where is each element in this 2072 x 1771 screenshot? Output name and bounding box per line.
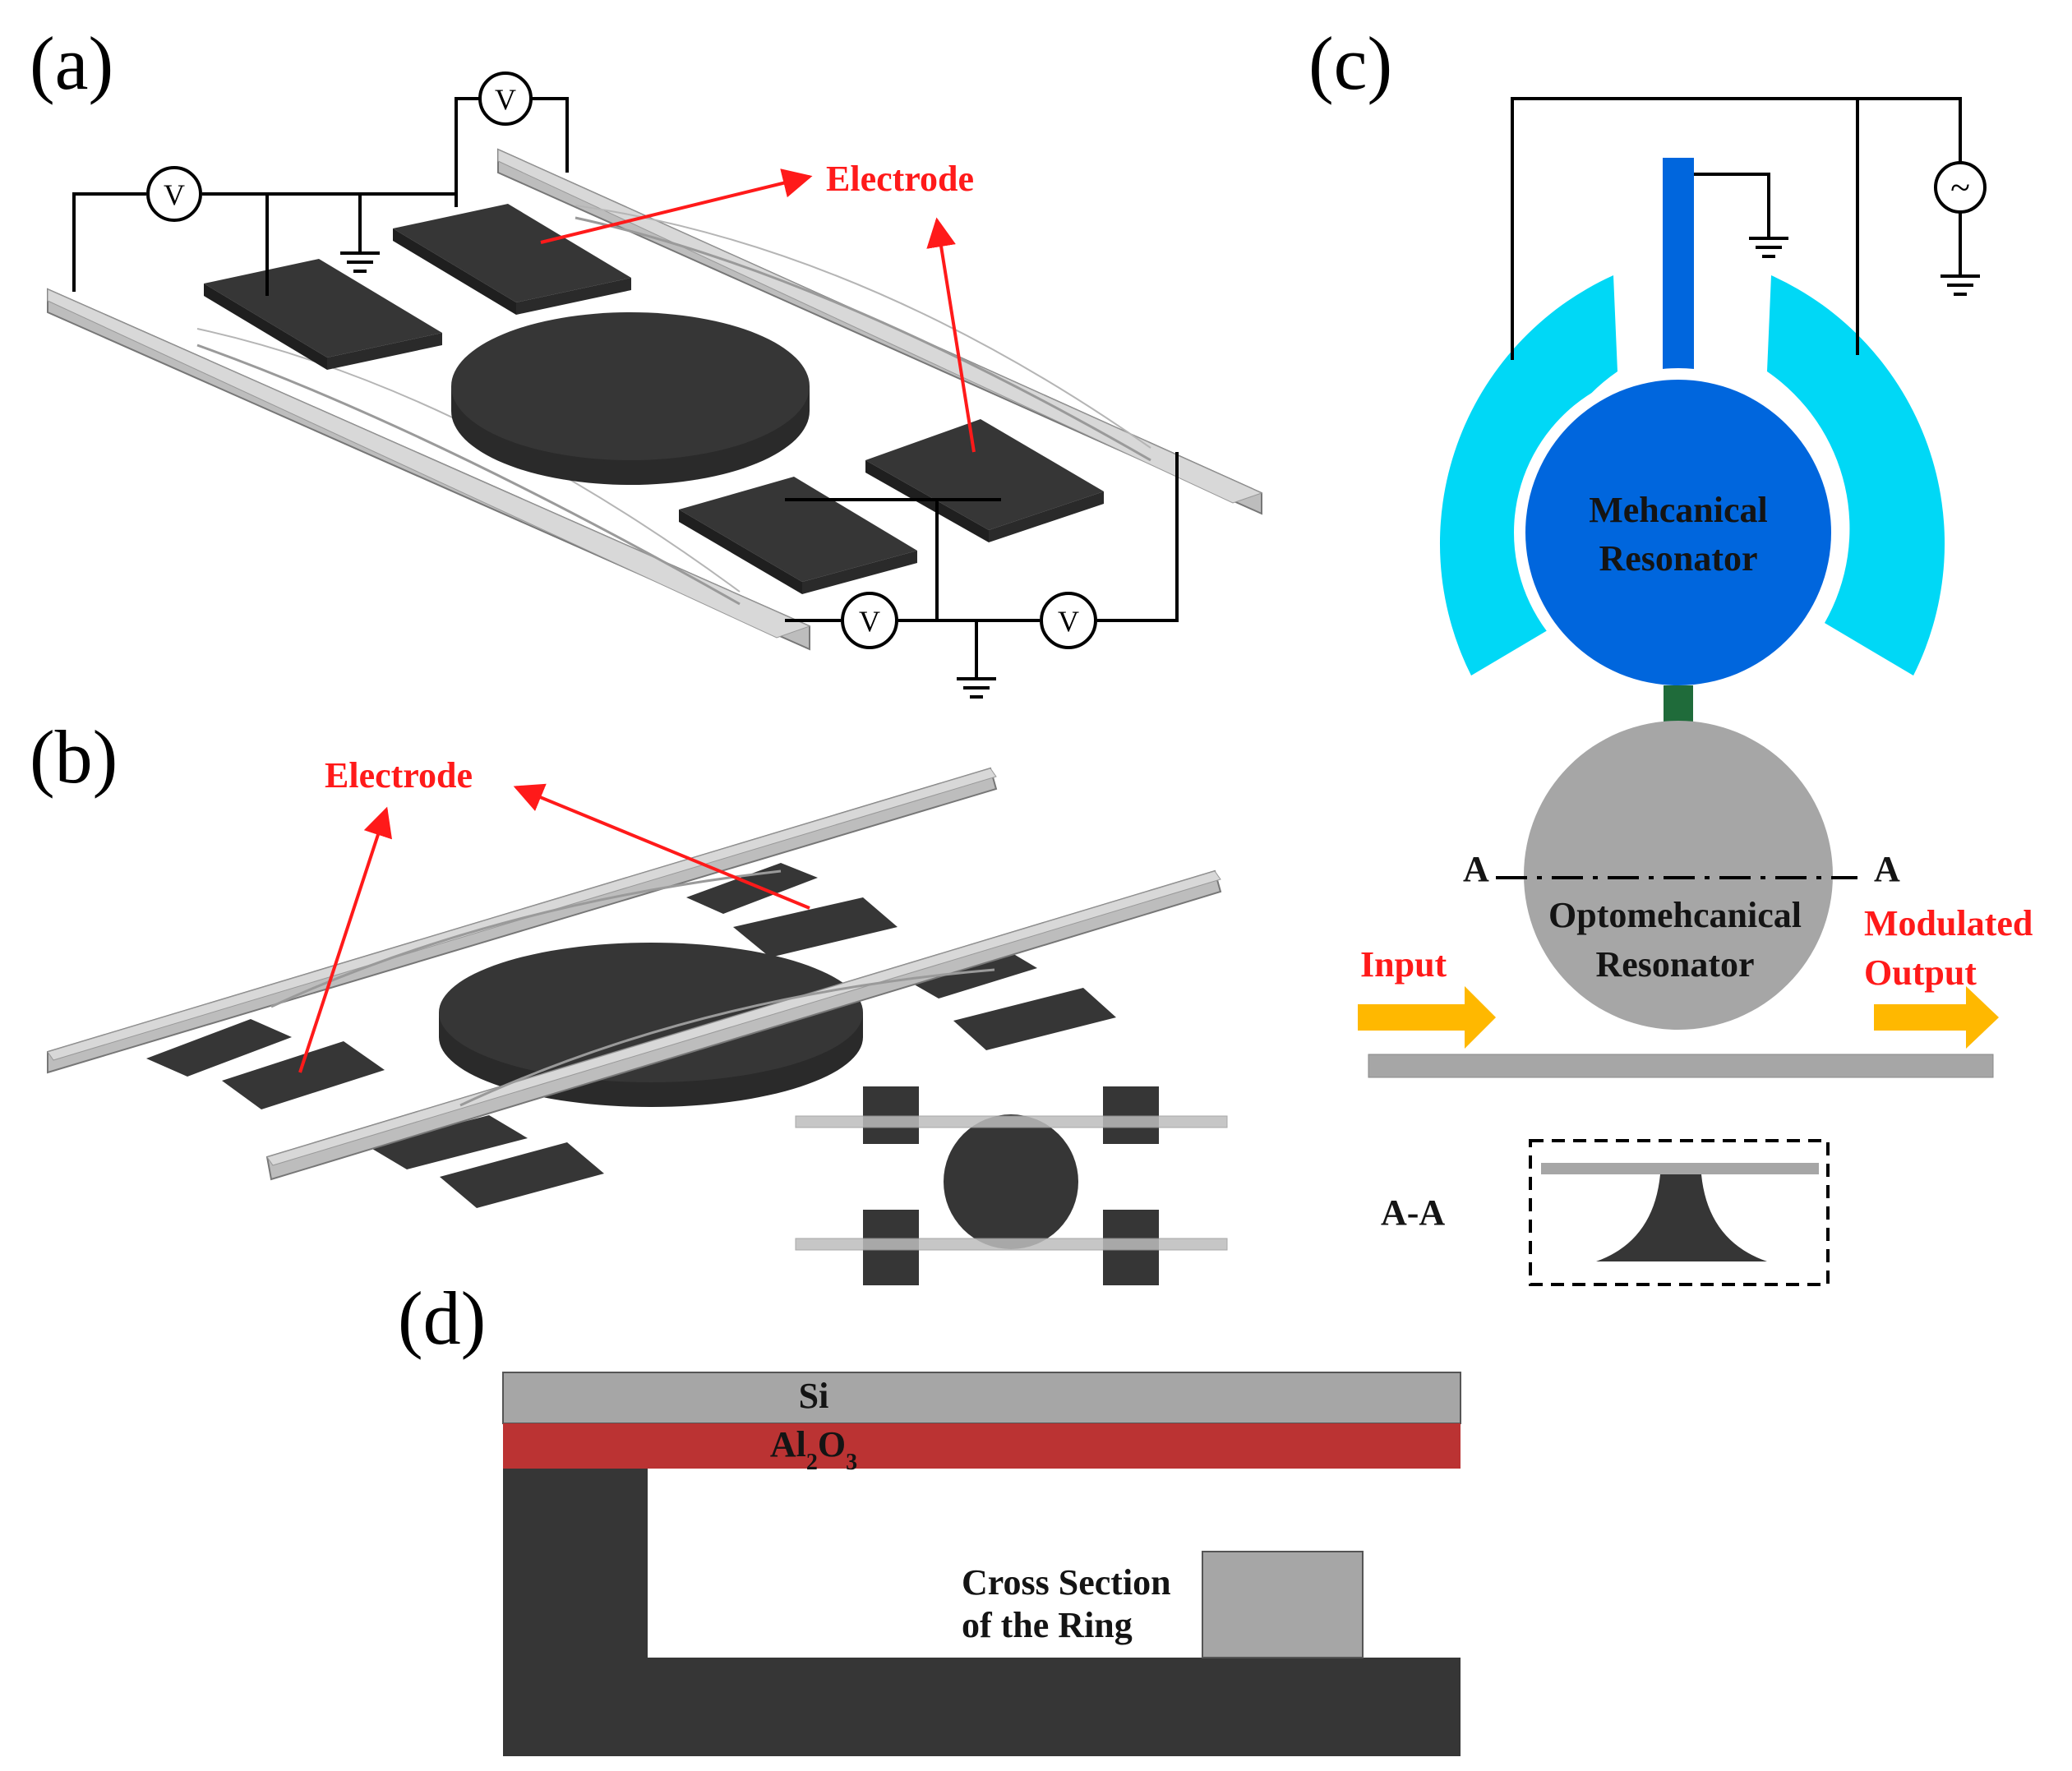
electrode-b-6	[222, 1041, 385, 1109]
ground-icon	[1939, 260, 1982, 296]
mech-label-1: Mehcanical	[1589, 490, 1768, 530]
panel-a: (a)	[30, 21, 1263, 699]
opto-label-1: Optomehcanical	[1548, 895, 1802, 935]
ring-label-1: Cross Section	[962, 1562, 1171, 1603]
wire-a-top	[72, 97, 569, 296]
ac-source-icon: ~	[1934, 161, 1987, 214]
electrode-a-3	[865, 419, 1104, 542]
si-layer-label: Si	[799, 1376, 829, 1416]
section-disk	[1541, 1163, 1819, 1174]
panel-a-label: (a)	[30, 21, 113, 105]
top-view-inset	[795, 1086, 1228, 1285]
panel-b: (b) Electrode	[30, 715, 1228, 1285]
electrode-label-a: Electrode	[826, 159, 974, 199]
section-pedestal	[1596, 1174, 1767, 1261]
panel-c: (c) ~ Mehcanical Resonator A A Optomehca…	[1308, 21, 2033, 1286]
input-label: Input	[1360, 944, 1447, 985]
coupling-connector	[1664, 685, 1693, 725]
voltage-source-icon: V	[1040, 592, 1097, 649]
electrode-arrow-b-2	[513, 783, 810, 910]
ring-label-2: of the Ring	[962, 1605, 1133, 1645]
disk-resonator-b	[439, 943, 863, 1107]
electrode-b-7	[368, 1115, 528, 1169]
electrode-b-5	[146, 1019, 292, 1077]
section-box	[1529, 1139, 1830, 1286]
output-label-1: Modulated	[1864, 903, 2033, 943]
svg-text:V: V	[495, 83, 516, 116]
oxide-layer	[503, 1423, 1461, 1469]
optomechanical-resonator	[1524, 721, 1833, 1030]
si-layer	[502, 1372, 1461, 1424]
oxide-layer-label: Al2O3	[770, 1424, 857, 1475]
electrode-label-b: Electrode	[325, 755, 473, 796]
ground-icon	[955, 662, 998, 699]
resonator-anchor	[1663, 158, 1694, 396]
electrode-arrow-b-1	[298, 806, 393, 1073]
svg-text:~: ~	[1950, 168, 1970, 208]
flow-arrow-icon	[1358, 986, 1496, 1049]
panel-b-label: (b)	[30, 715, 118, 799]
wire-c	[1511, 97, 1962, 360]
panel-d: (d) Si Al2O3 Cross Section of the Ring	[398, 1276, 1461, 1756]
electrode-arrow-a-1	[540, 168, 813, 244]
electrode-arrow-a-2	[926, 217, 976, 453]
mechanical-resonator	[1525, 380, 1831, 685]
ground-icon	[339, 237, 381, 273]
svg-text:V: V	[1058, 605, 1079, 638]
electrode-a-2	[393, 204, 631, 315]
voltage-source-icon: V	[478, 71, 533, 126]
substrate	[503, 1469, 1461, 1756]
rail-b-back	[47, 767, 998, 1074]
flow-arrow-icon	[1874, 986, 1999, 1049]
rail-a-right	[497, 148, 1263, 515]
rail-b-front	[265, 869, 1222, 1181]
section-label: A-A	[1381, 1192, 1445, 1233]
electrode-b-2	[733, 897, 898, 957]
electrode-b-1	[686, 863, 818, 914]
panel-c-label: (c)	[1308, 21, 1392, 105]
section-marker-left: A	[1463, 849, 1489, 889]
bus-waveguide	[1368, 1054, 1994, 1078]
electrode-b-4	[953, 988, 1116, 1050]
svg-text:V: V	[164, 178, 185, 211]
wire-a-bottom	[785, 452, 1179, 664]
voltage-source-icon: V	[841, 592, 898, 649]
opto-label-2: Resonator	[1595, 944, 1754, 985]
voltage-source-icon: V	[146, 166, 202, 222]
mech-label-2: Resonator	[1599, 538, 1757, 579]
wire-c-ground	[1694, 173, 1770, 224]
electrode-b-8	[440, 1142, 604, 1208]
disk-resonator-a	[451, 312, 810, 485]
section-marker-right: A	[1874, 849, 1900, 889]
ground-icon	[1747, 222, 1790, 258]
output-label-2: Output	[1864, 952, 1977, 993]
electrode-a-4	[679, 477, 917, 594]
panel-d-label: (d)	[398, 1276, 486, 1360]
side-electrode-right	[1767, 275, 1945, 676]
electrode-a-1	[204, 259, 442, 370]
svg-text:V: V	[859, 605, 880, 638]
ring-cross-section	[1202, 1551, 1364, 1658]
